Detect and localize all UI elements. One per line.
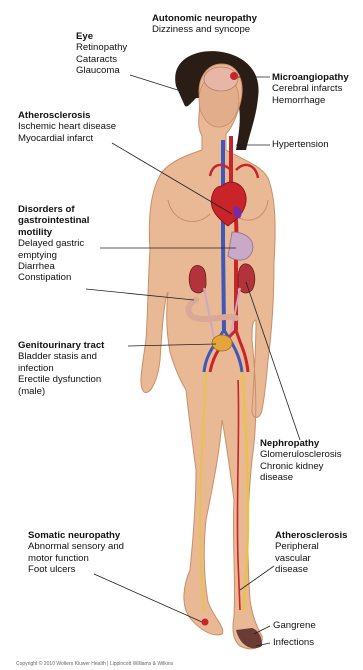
hypertension-line-1: Hypertension [272, 139, 329, 150]
label-atherosclerosis-top: Atherosclerosis Ischemic heart disease M… [18, 110, 116, 144]
gi-line-1: Delayed gastric [18, 238, 89, 249]
atherosclerosis-bottom-title: Atherosclerosis [275, 530, 348, 541]
eye-line-2: Cataracts [76, 54, 127, 65]
label-microangiopathy: Microangiopathy Cerebral infarcts Hemorr… [272, 72, 349, 106]
copyright-text: Copyright © 2010 Wolters Kluwer Health |… [16, 661, 173, 667]
label-somatic-neuropathy: Somatic neuropathy Abnormal sensory and … [28, 530, 124, 576]
autonomic-line-1: Dizziness and syncope [152, 24, 257, 35]
nephropathy-line-3: disease [260, 472, 342, 483]
gi-title-2: gastrointestinal [18, 215, 89, 226]
nephropathy-line-1: Glomerulosclerosis [260, 449, 342, 460]
gi-line-4: Constipation [18, 272, 89, 283]
eye-line-3: Glaucoma [76, 65, 127, 76]
label-gangrene: Gangrene [273, 620, 316, 631]
gi-title-3: motility [18, 227, 89, 238]
somatic-line-1: Abnormal sensory and [28, 541, 124, 552]
infections-line-1: Infections [273, 637, 314, 648]
microangiopathy-line-1: Cerebral infarcts [272, 83, 349, 94]
atherosclerosis-top-title: Atherosclerosis [18, 110, 116, 121]
atherosclerosis-bottom-line-2: vascular [275, 553, 348, 564]
atherosclerosis-bottom-line-3: disease [275, 564, 348, 575]
microangiopathy-line-2: Hemorrhage [272, 95, 349, 106]
microangiopathy-title: Microangiopathy [272, 72, 349, 83]
gangrene-line-1: Gangrene [273, 620, 316, 631]
genitourinary-line-2: infection [18, 363, 104, 374]
label-infections: Infections [273, 637, 314, 648]
label-genitourinary: Genitourinary tract Bladder stasis and i… [18, 340, 104, 397]
label-atherosclerosis-bottom: Atherosclerosis Peripheral vascular dise… [275, 530, 348, 576]
label-eye: Eye Retinopathy Cataracts Glaucoma [76, 31, 127, 77]
label-gi-motility: Disorders of gastrointestinal motility D… [18, 204, 89, 284]
gi-line-3: Diarrhea [18, 261, 89, 272]
gi-title-1: Disorders of [18, 204, 89, 215]
gi-line-2: emptying [18, 250, 89, 261]
atherosclerosis-top-line-1: Ischemic heart disease [18, 121, 116, 132]
label-hypertension: Hypertension [272, 139, 329, 150]
somatic-line-3: Foot ulcers [28, 564, 124, 575]
atherosclerosis-top-line-2: Myocardial infarct [18, 133, 116, 144]
eye-title: Eye [76, 31, 127, 42]
nephropathy-title: Nephropathy [260, 438, 342, 449]
genitourinary-line-1: Bladder stasis and [18, 351, 104, 362]
genitourinary-title: Genitourinary tract [18, 340, 104, 351]
somatic-line-2: motor function [28, 553, 124, 564]
autonomic-title: Autonomic neuropathy [152, 13, 257, 24]
eye-line-1: Retinopathy [76, 42, 127, 53]
genitourinary-line-3: Erectile dysfunction [18, 374, 104, 385]
atherosclerosis-bottom-line-1: Peripheral [275, 541, 348, 552]
nephropathy-line-2: Chronic kidney [260, 461, 342, 472]
somatic-title: Somatic neuropathy [28, 530, 124, 541]
label-nephropathy: Nephropathy Glomerulosclerosis Chronic k… [260, 438, 342, 484]
genitourinary-line-4: (male) [18, 386, 104, 397]
label-autonomic-neuropathy: Autonomic neuropathy Dizziness and synco… [152, 13, 257, 36]
